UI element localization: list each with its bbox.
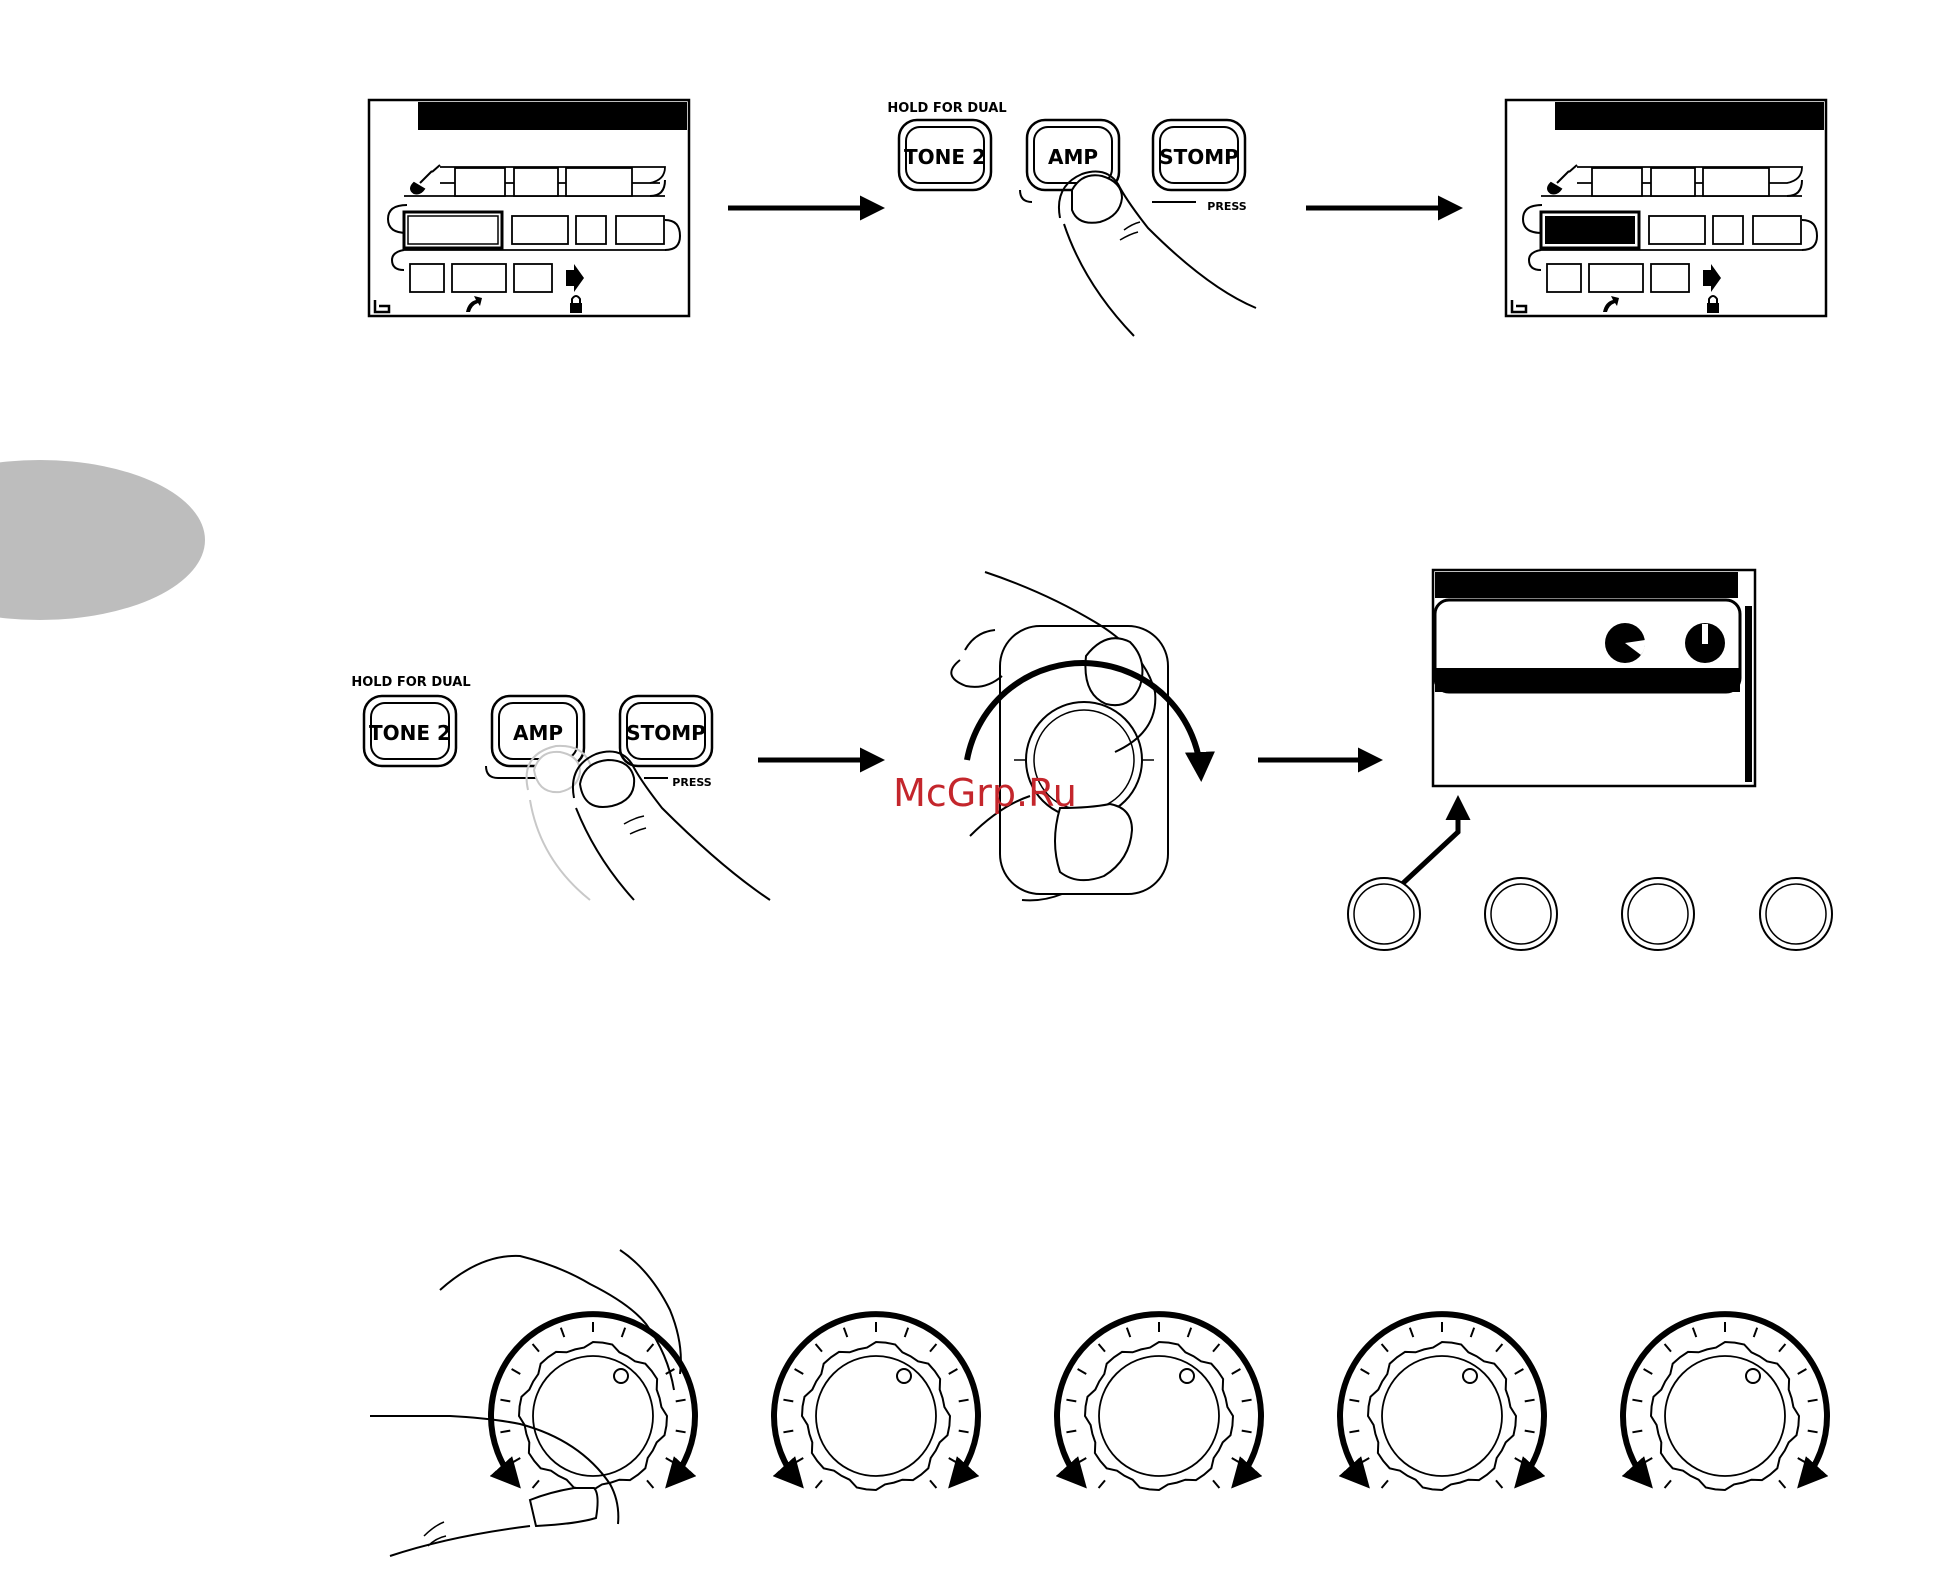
hand-press-illustration — [1059, 172, 1256, 336]
amp-button-label: AMP — [1048, 145, 1098, 169]
knob-indicator-icon — [1605, 623, 1645, 663]
control-knob[interactable] — [1085, 1342, 1233, 1490]
rotary-knob-with-arrow — [1623, 1314, 1827, 1490]
hand-press-illustration — [573, 752, 770, 900]
control-knob[interactable] — [1348, 878, 1420, 950]
knob-indicator-icon — [1685, 623, 1725, 663]
side-tab — [0, 460, 205, 620]
knob-pointer-dot — [1746, 1369, 1760, 1383]
knob-pointer-dot — [1463, 1369, 1477, 1383]
knob-pointer-dot — [897, 1369, 911, 1383]
lcd-screen-signal-chain-a — [369, 100, 689, 316]
tone2-button[interactable]: TONE 2 — [364, 696, 456, 766]
press-label: PRESS — [672, 776, 711, 789]
amp-button-label: AMP — [513, 721, 563, 745]
knob-pointer-dot — [1180, 1369, 1194, 1383]
rotary-knob-with-arrow — [774, 1314, 978, 1490]
control-knobs-row — [1348, 878, 1832, 950]
stomp-button-label: STOMP — [626, 721, 706, 745]
hold-for-dual-label: HOLD FOR DUAL — [351, 675, 470, 690]
stomp-button[interactable]: STOMP — [1153, 120, 1245, 190]
control-knob[interactable] — [1485, 878, 1557, 950]
tone2-button-label: TONE 2 — [904, 145, 986, 169]
hold-for-dual-label: HOLD FOR DUAL — [887, 101, 1006, 116]
control-knob[interactable] — [519, 1342, 667, 1490]
lcd-screen-signal-chain-b — [1506, 100, 1826, 316]
control-knob[interactable] — [1760, 878, 1832, 950]
tone2-button[interactable]: TONE 2 — [899, 120, 991, 190]
scrollbar[interactable] — [1745, 606, 1752, 782]
control-knob[interactable] — [1368, 1342, 1516, 1490]
button-panel-1: HOLD FOR DUAL TONE 2 AMP STOMP PRESS — [887, 101, 1256, 336]
press-label: PRESS — [1207, 200, 1246, 213]
rotate-clockwise-arrow — [967, 663, 1201, 776]
rotary-encoder-illustration — [951, 572, 1201, 900]
rotary-knob-with-arrow — [1057, 1314, 1261, 1490]
lcd-screen-amp-edit — [1433, 570, 1755, 786]
watermark-text: McGrp.Ru — [893, 771, 1077, 815]
knob-turn-row — [491, 1314, 1827, 1490]
control-knob[interactable] — [1622, 878, 1694, 950]
stomp-button-label: STOMP — [1159, 145, 1239, 169]
button-panel-2: HOLD FOR DUAL TONE 2 AMP STOMP PRESS — [351, 675, 770, 900]
knob-pointer-dot — [614, 1369, 628, 1383]
stomp-button[interactable]: STOMP — [620, 696, 712, 766]
rotary-knob-with-arrow — [1340, 1314, 1544, 1490]
tone2-button-label: TONE 2 — [369, 721, 451, 745]
control-knob[interactable] — [802, 1342, 950, 1490]
control-knob[interactable] — [1651, 1342, 1799, 1490]
pointer-arrow — [1400, 800, 1458, 886]
